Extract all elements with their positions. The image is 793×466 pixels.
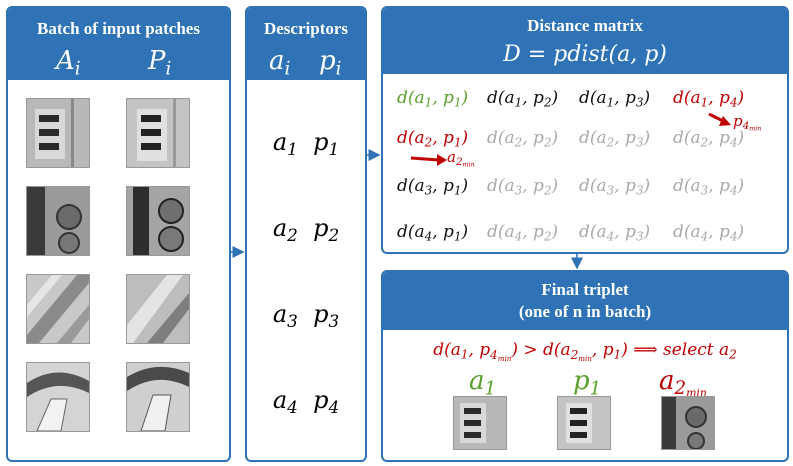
matrix-cell-2-1: d(a2, p1) bbox=[397, 128, 469, 150]
matrix-cell-2-3: d(a2, p3) bbox=[579, 128, 651, 150]
input-patches-header: Batch of input patches Ai Pi bbox=[8, 8, 229, 80]
descriptor-row-3: a3 p3 bbox=[272, 300, 340, 332]
column-label-a: ai bbox=[269, 46, 291, 80]
patch-a4-image bbox=[26, 362, 90, 432]
patch-a2-image bbox=[26, 186, 90, 256]
final-triplet-header: Final triplet (one of n in batch) bbox=[383, 272, 787, 330]
matrix-cell-3-2: d(a3, p2) bbox=[487, 176, 559, 198]
patch-a3-image bbox=[26, 274, 90, 344]
annotation-arrows bbox=[410, 112, 731, 166]
descriptor-row-2: a2 p2 bbox=[272, 214, 340, 246]
final-triplet-subtitle: (one of n in batch) bbox=[518, 302, 652, 321]
matrix-cell-3-4: d(a3, p4) bbox=[673, 176, 745, 198]
matrix-cell-1-3: d(a1, p3) bbox=[579, 88, 651, 110]
patch-a1-image bbox=[26, 98, 90, 168]
descriptor-row-4: a4 p4 bbox=[272, 386, 340, 418]
patch-p1-image bbox=[126, 98, 190, 168]
matrix-cell-1-4: d(a1, p4) bbox=[673, 88, 745, 110]
descriptors-title: Descriptors bbox=[263, 19, 349, 38]
descriptor-row-1: a1 p1 bbox=[272, 128, 340, 160]
distance-matrix-header: Distance matrix D = pdist(a, p) bbox=[383, 8, 787, 74]
annotation-a2min: a2min bbox=[447, 148, 475, 169]
input-patches-title: Batch of input patches bbox=[37, 19, 200, 38]
arrow-to-a2min bbox=[410, 156, 440, 162]
input-patches-panel: Batch of input patches Ai Pi bbox=[6, 6, 231, 462]
final-triplet-panel: Final triplet (one of n in batch) d(a1, … bbox=[381, 270, 789, 462]
triplet-positive-image bbox=[557, 396, 611, 450]
matrix-cell-3-3: d(a3, p3) bbox=[579, 176, 651, 198]
column-label-P: Pi bbox=[148, 46, 172, 80]
distance-formula: D = pdist(a, p) bbox=[503, 42, 667, 67]
annotation-p4min: p4min bbox=[733, 112, 762, 133]
matrix-cell-2-2: d(a2, p2) bbox=[487, 128, 559, 150]
column-label-p: pi bbox=[319, 46, 342, 80]
matrix-cell-1-1: d(a1, p1) bbox=[397, 88, 469, 110]
final-triplet-title: Final triplet bbox=[541, 280, 629, 299]
descriptors-panel: Descriptors ai pi a1 p1 a2 p2 a3 p3 a4 p… bbox=[245, 6, 367, 462]
triplet-selection-expression: d(a1, p4min) > d(a2min, p1) ⟹ select a2 bbox=[433, 340, 737, 363]
patch-p3-image bbox=[126, 274, 190, 344]
matrix-cell-3-1: d(a3, p1) bbox=[397, 176, 469, 198]
matrix-cell-4-2: d(a4, p2) bbox=[487, 222, 559, 244]
triplet-negative-image bbox=[661, 396, 715, 450]
matrix-cell-4-4: d(a4, p4) bbox=[673, 222, 745, 244]
distance-matrix-panel: Distance matrix D = pdist(a, p) d(a1, p1… bbox=[381, 6, 789, 254]
triplet-label-positive: p1 bbox=[573, 366, 602, 400]
column-label-A: Ai bbox=[56, 46, 81, 80]
patch-p2-image bbox=[126, 186, 190, 256]
patch-p4-image bbox=[126, 362, 190, 432]
distance-matrix-title: Distance matrix bbox=[527, 16, 643, 35]
matrix-cell-2-4: d(a2, p4) bbox=[673, 128, 745, 150]
descriptors-header: Descriptors ai pi bbox=[247, 8, 365, 80]
matrix-cell-4-1: d(a4, p1) bbox=[397, 222, 469, 244]
matrix-cell-4-3: d(a4, p3) bbox=[579, 222, 651, 244]
triplet-label-anchor: a1 bbox=[469, 366, 497, 400]
matrix-cell-1-2: d(a1, p2) bbox=[487, 88, 559, 110]
triplet-anchor-image bbox=[453, 396, 507, 450]
